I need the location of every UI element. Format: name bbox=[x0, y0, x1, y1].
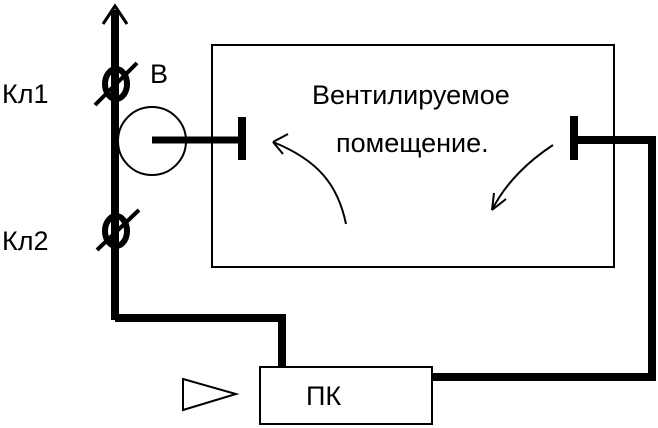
valve-kl2 bbox=[95, 208, 141, 252]
room-label-line2: помещение. bbox=[336, 128, 489, 158]
fan-label: В bbox=[150, 59, 168, 89]
unit-label: ПК bbox=[306, 381, 341, 411]
intake-triangle-icon bbox=[182, 377, 240, 412]
valve2-label: Кл2 bbox=[2, 226, 49, 256]
outlet-arrow-icon bbox=[101, 3, 129, 25]
airflow-arrow-left-icon bbox=[272, 133, 347, 225]
ventilated-room bbox=[211, 44, 615, 268]
room-label-line1: Вентилируемое bbox=[312, 80, 510, 110]
valve1-label: Кл1 bbox=[2, 79, 49, 109]
return-duct bbox=[115, 314, 286, 366]
valve-kl1 bbox=[93, 61, 139, 107]
exhaust-duct bbox=[432, 136, 656, 381]
airflow-arrow-right-icon bbox=[491, 144, 554, 211]
unit-pk bbox=[259, 366, 433, 425]
